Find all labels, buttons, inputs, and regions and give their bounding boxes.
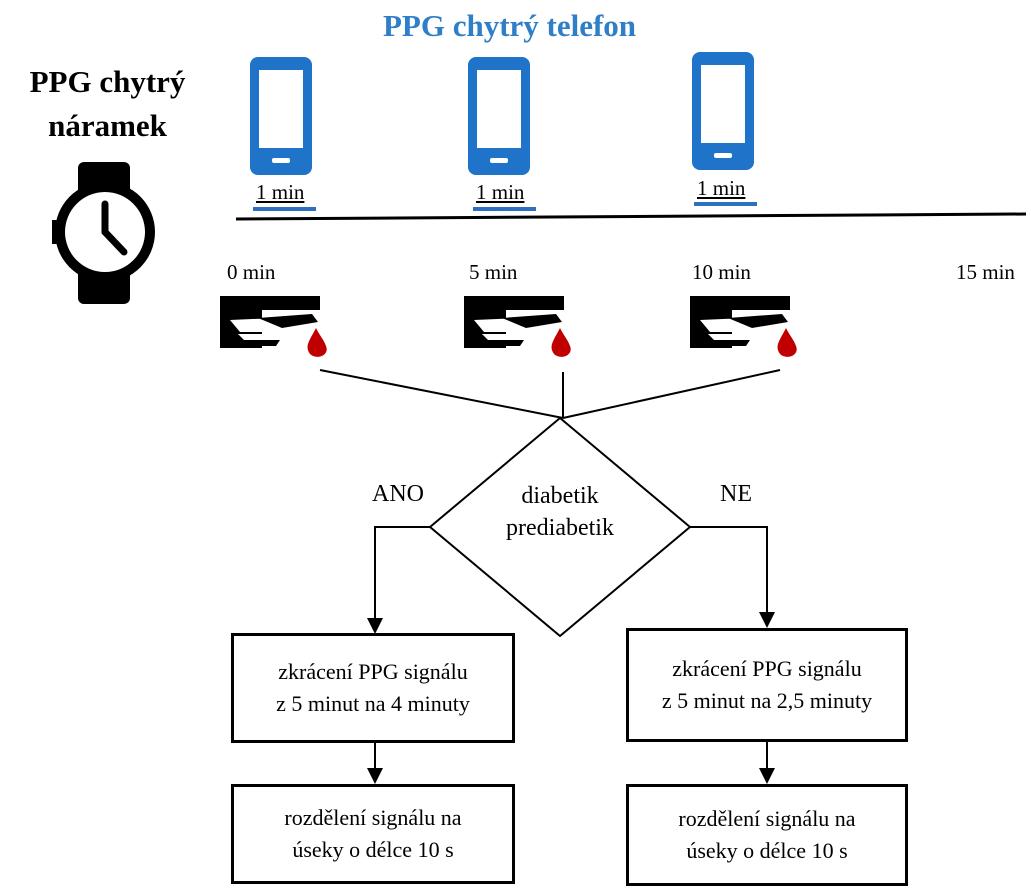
band-title-line2: náramek — [48, 108, 167, 143]
duration-underline-3 — [694, 202, 757, 206]
yes-shorten-line1: zkrácení PPG signálu — [278, 659, 468, 684]
left-step-arrowhead — [367, 768, 383, 784]
time-tick-5: 5 min — [469, 260, 518, 284]
yes-arrowhead — [367, 618, 383, 634]
no-shorten-line2: z 5 minut na 2,5 minuty — [661, 688, 873, 713]
decision-text: diabetik prediabetik — [470, 480, 650, 544]
smartphone-icon — [250, 57, 312, 175]
no-shorten-line1: zkrácení PPG signálu — [672, 656, 862, 681]
connector-right — [562, 369, 781, 419]
yes-segment-line1: rozdělení signálu na — [284, 805, 462, 830]
no-segment-line2: úseky o délce 10 s — [686, 838, 848, 863]
duration-underline-1 — [253, 207, 316, 211]
yes-segment-step: rozdělení signálu na úseky o délce 10 s — [231, 784, 515, 884]
yes-label: ANO — [372, 481, 424, 507]
smartphone-icon — [468, 57, 530, 175]
yes-shorten-step: zkrácení PPG signálu z 5 minut na 4 minu… — [231, 633, 515, 743]
smartwatch-icon — [52, 162, 155, 304]
finger-blood-drop-icon — [464, 296, 571, 357]
duration-underline-2 — [473, 207, 536, 211]
yes-shorten-line2: z 5 minut na 4 minuty — [276, 691, 470, 716]
time-tick-10: 10 min — [692, 260, 751, 284]
no-label: NE — [720, 481, 752, 507]
smartphone-icon — [692, 52, 754, 170]
connector-left — [319, 369, 564, 419]
time-tick-15: 15 min — [956, 260, 1015, 284]
decision-line2: prediabetik — [506, 515, 614, 541]
timeline-line — [235, 212, 1027, 221]
band-title: PPG chytrý náramek — [0, 60, 215, 148]
decision-line1: diabetik — [521, 483, 599, 509]
yes-segment-line2: úseky o délce 10 s — [292, 837, 454, 862]
no-arrowhead — [759, 612, 775, 628]
phone-title: PPG chytrý telefon — [382, 8, 637, 43]
no-segment-step: rozdělení signálu na úseky o délce 10 s — [626, 784, 908, 886]
phone-duration-3: 1 min — [697, 176, 746, 200]
no-segment-line1: rozdělení signálu na — [678, 806, 856, 831]
finger-blood-drop-icon — [220, 296, 327, 357]
yes-branch-line — [374, 526, 430, 628]
phone-duration-1: 1 min — [256, 180, 305, 204]
no-shorten-step: zkrácení PPG signálu z 5 minut na 2,5 mi… — [626, 628, 908, 742]
phone-duration-2: 1 min — [476, 180, 525, 204]
finger-blood-drop-icon — [690, 296, 797, 357]
time-tick-0: 0 min — [227, 260, 276, 284]
decision-diamond — [428, 416, 692, 638]
right-step-arrowhead — [759, 768, 775, 784]
band-title-line1: PPG chytrý — [29, 64, 186, 99]
no-branch-line — [690, 526, 768, 622]
